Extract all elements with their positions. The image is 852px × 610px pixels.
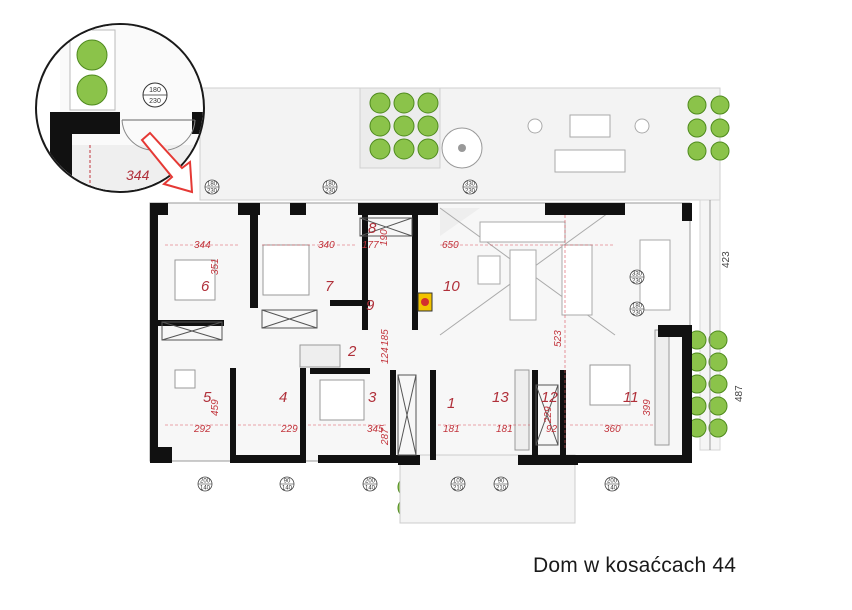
dim-287: 287: [380, 428, 391, 446]
inset-dim-344: 344: [126, 167, 150, 183]
dim-399: 399: [642, 399, 653, 416]
room-number-7: 7: [325, 278, 334, 295]
zoom-inset: 180 230 344: [35, 23, 205, 193]
project-caption: Dom w kosaćcach 44: [533, 554, 737, 577]
room-number-5: 5: [203, 389, 212, 406]
window-marker-bottom: 230: [632, 279, 643, 285]
window-marker-bottom: 140: [365, 486, 376, 492]
room-number-3: 3: [368, 389, 377, 406]
window-marker-top: 180: [632, 304, 643, 310]
window-marker-bottom: 210: [453, 486, 464, 492]
dim-459: 459: [210, 399, 221, 416]
room-number-2: 2: [347, 343, 357, 360]
window-marker-top: 105: [453, 479, 464, 485]
window-marker-top: 180: [207, 182, 218, 188]
dim-344: 344: [194, 240, 211, 251]
walls: [150, 203, 692, 465]
room-number-13: 13: [492, 389, 509, 406]
dim-190: 190: [379, 229, 390, 246]
window-marker-bottom: 140: [200, 486, 211, 492]
window-marker-top: 90: [498, 479, 505, 485]
window-marker-top: 200: [200, 479, 211, 485]
bedroom-furniture: [174, 244, 365, 421]
dim-523: 523: [553, 330, 564, 347]
room-number-10: 10: [443, 278, 460, 295]
room-number-9: 9: [366, 297, 375, 314]
dim-351: 351: [210, 258, 221, 275]
window-marker-bottom: 230: [465, 189, 476, 195]
dim-185: 185: [380, 329, 391, 346]
dim-340: 340: [318, 240, 335, 251]
window-marker-top: 200: [607, 479, 618, 485]
dim-181-a: 181: [443, 424, 460, 435]
window-marker-top: 90: [284, 479, 291, 485]
wardrobes: [161, 217, 559, 456]
window-marker-top: 330: [465, 182, 476, 188]
dim-423: 423: [721, 251, 732, 268]
window-marker-bottom: 230: [325, 189, 336, 195]
window-marker-top: 330: [632, 272, 643, 278]
inset-window-top: 180: [149, 87, 161, 94]
window-marker-top: 200: [365, 479, 376, 485]
room-number-12: 12: [541, 389, 558, 406]
dimension-lines: [165, 215, 655, 450]
dim-177: 177: [362, 240, 379, 251]
window-marker-bottom: 230: [207, 189, 218, 195]
room-number-11: 11: [623, 389, 639, 406]
zoom-arrow-icon: [140, 131, 194, 194]
window-marker-bottom: 140: [607, 486, 618, 492]
dim-345: 345: [367, 424, 384, 435]
dim-181-b: 181: [496, 424, 513, 435]
window-markers: 1802301802303302303302301802302001409014…: [197, 179, 645, 492]
window-marker-bottom: 210: [496, 486, 507, 492]
inset-window-bottom: 230: [149, 98, 161, 105]
dim-92: 92: [546, 424, 558, 435]
room-number-6: 6: [201, 278, 210, 295]
window-marker-bottom: 140: [282, 486, 293, 492]
dim-360: 360: [604, 424, 621, 435]
dim-292: 292: [193, 424, 211, 435]
dim-487: 487: [734, 385, 745, 402]
kitchen-furniture: [514, 329, 670, 451]
room-number-1: 1: [447, 395, 455, 412]
room-number-8: 8: [368, 220, 377, 237]
dim-124: 124: [380, 347, 391, 364]
room-number-4: 4: [279, 389, 287, 406]
dim-229: 229: [280, 424, 298, 435]
window-marker-bottom: 230: [632, 311, 643, 317]
dim-229-b: 229: [543, 406, 554, 424]
window-marker-top: 180: [325, 182, 336, 188]
dim-650: 650: [442, 240, 459, 251]
trees: [369, 92, 730, 519]
